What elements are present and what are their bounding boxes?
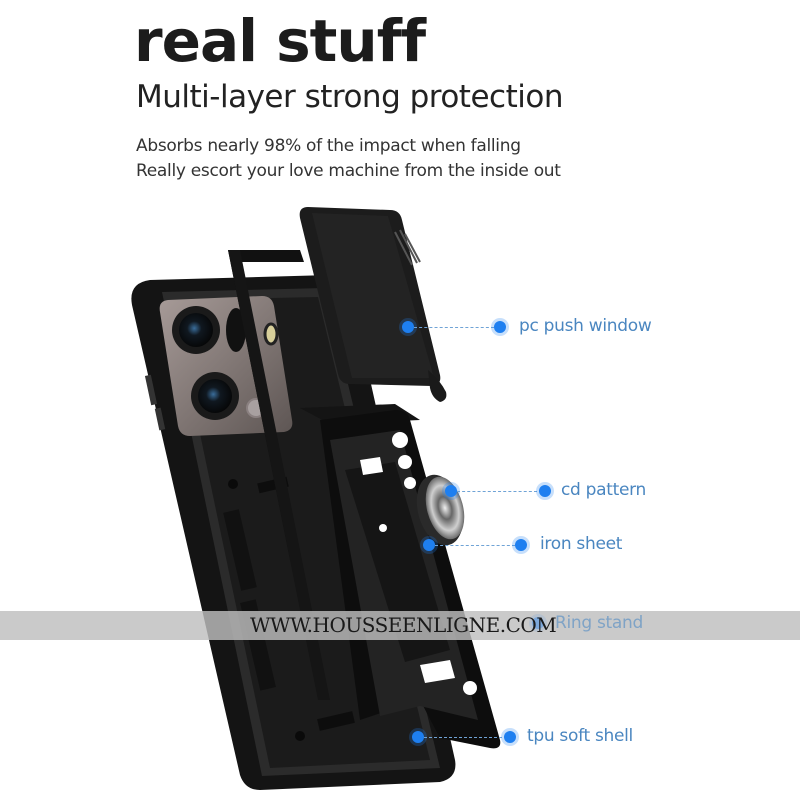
watermark-text: WWW.HOUSSEENLIGNE.COM xyxy=(250,613,557,637)
headline-title: real stuff xyxy=(134,7,426,75)
description-line-1: Absorbs nearly 98% of the impact when fa… xyxy=(136,136,521,156)
callout-label-ring-stand: Ring stand xyxy=(555,613,644,633)
callout-anchor-push-window xyxy=(402,321,414,333)
push-window xyxy=(299,207,447,402)
callout-anchor-tpu-shell xyxy=(412,731,424,743)
callout-dot-iron-sheet xyxy=(515,539,527,551)
callout-leader-cd-pattern xyxy=(457,491,537,492)
callout-label-push-window: pc push window xyxy=(519,316,652,336)
callout-label-cd-pattern: cd pattern xyxy=(561,480,647,500)
callout-dot-ring-stand xyxy=(532,617,544,629)
callout-dot-tpu-shell xyxy=(504,731,516,743)
callout-label-iron-sheet: iron sheet xyxy=(540,534,623,554)
subheading: Multi-layer strong protection xyxy=(136,79,563,115)
callout-dot-push-window xyxy=(494,321,506,333)
callout-anchor-iron-sheet xyxy=(423,539,435,551)
callout-leader-push-window xyxy=(414,327,494,328)
callout-leader-iron-sheet xyxy=(435,545,515,546)
callout-leader-tpu-shell xyxy=(424,737,502,738)
description-line-2: Really escort your love machine from the… xyxy=(136,161,561,181)
callout-anchor-cd-pattern xyxy=(445,485,457,497)
callout-label-tpu-shell: tpu soft shell xyxy=(527,726,633,746)
watermark-band xyxy=(0,611,800,640)
callout-dot-cd-pattern xyxy=(539,485,551,497)
